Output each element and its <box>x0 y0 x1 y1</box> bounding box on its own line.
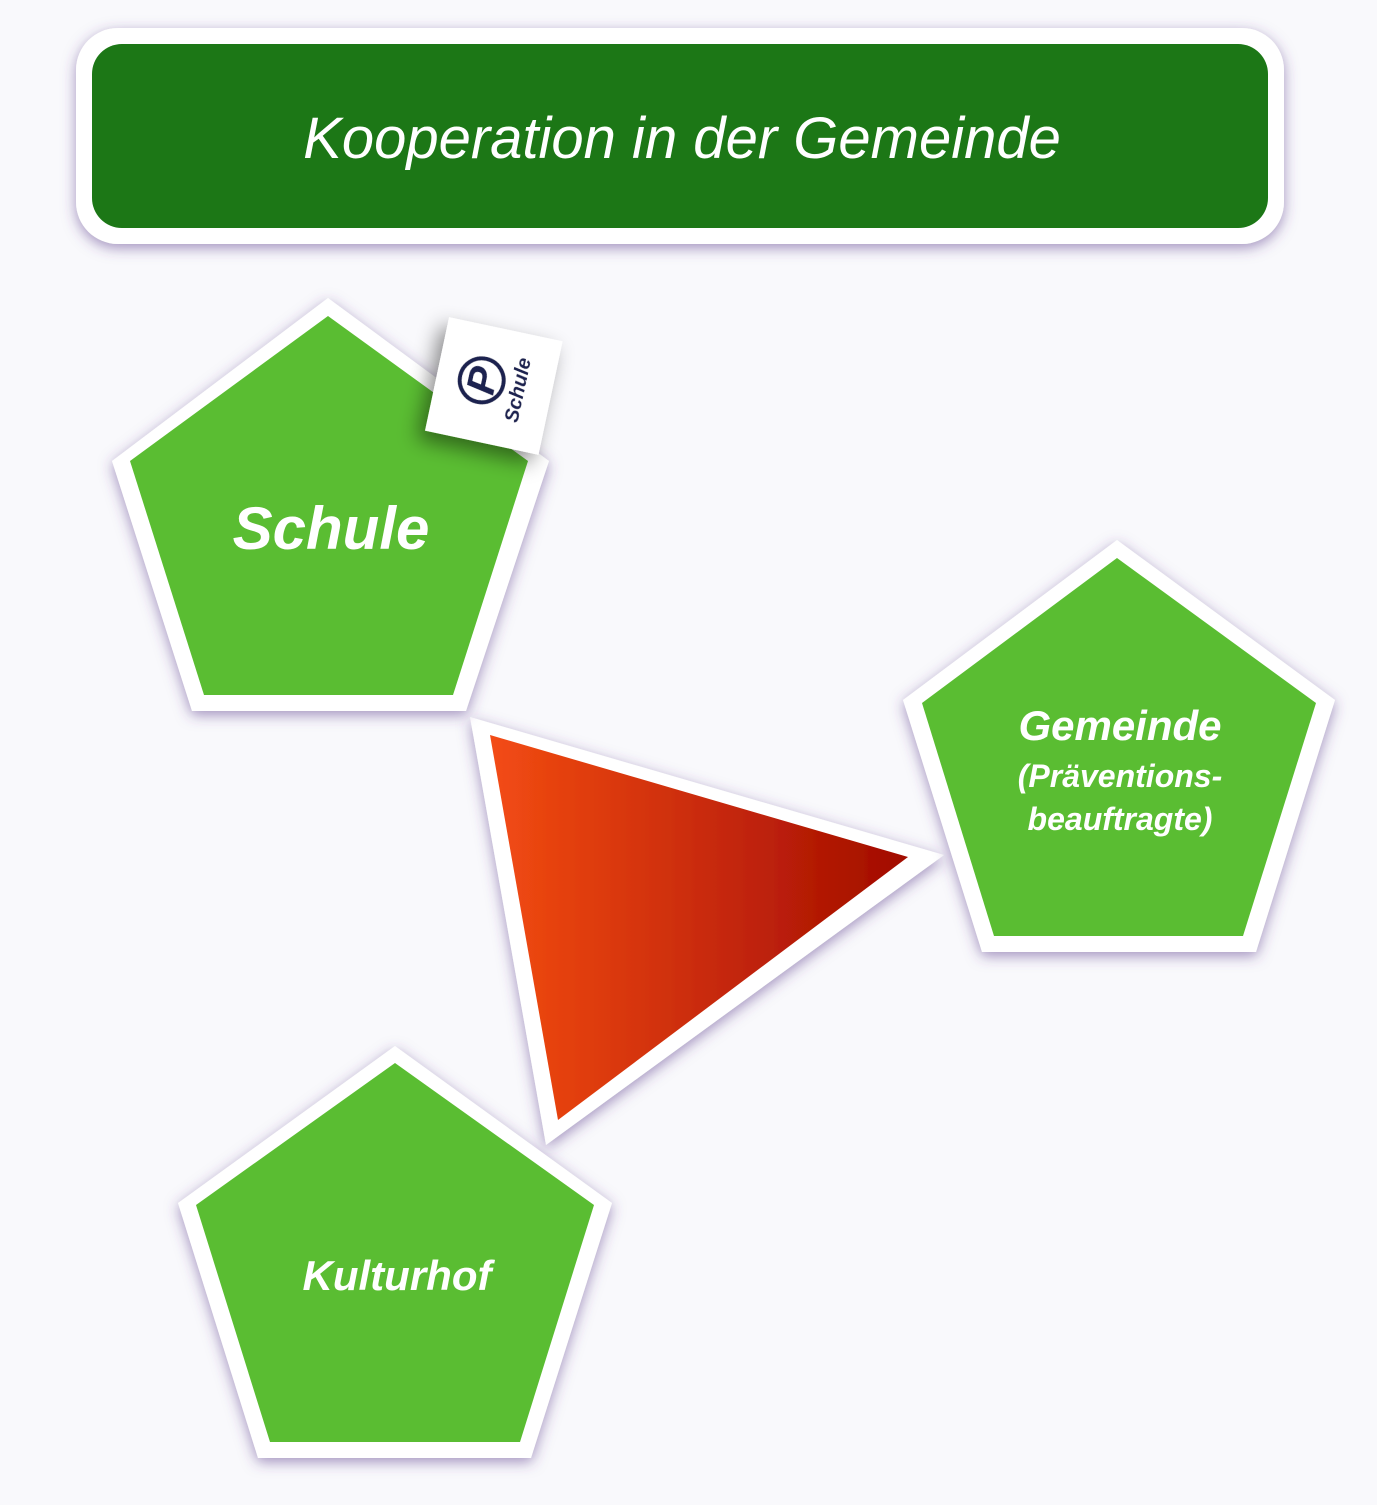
title-banner-fill <box>92 44 1268 228</box>
pentagon-gemeinde-fill <box>922 558 1316 936</box>
page-title: Kooperation in der Gemeinde <box>303 106 1061 171</box>
node-sublabel-gemeinde-line2: beauftragte) <box>1028 801 1213 837</box>
node-label-gemeinde: Gemeinde <box>1018 702 1221 749</box>
pentagon-schule-fill <box>130 316 528 695</box>
pentagon-kulturhof <box>178 1046 612 1458</box>
school-logo: P Schule <box>425 317 563 455</box>
node-sublabel-gemeinde-line1: (Präventions- <box>1018 758 1222 794</box>
pentagon-gemeinde <box>903 540 1335 952</box>
node-label-schule: Schule <box>233 495 430 562</box>
title-banner <box>76 28 1284 244</box>
central-triangle-fill <box>490 735 908 1120</box>
node-label-kulturhof: Kulturhof <box>303 1252 496 1299</box>
pentagon-kulturhof-fill <box>196 1063 594 1442</box>
central-triangle <box>470 717 944 1145</box>
